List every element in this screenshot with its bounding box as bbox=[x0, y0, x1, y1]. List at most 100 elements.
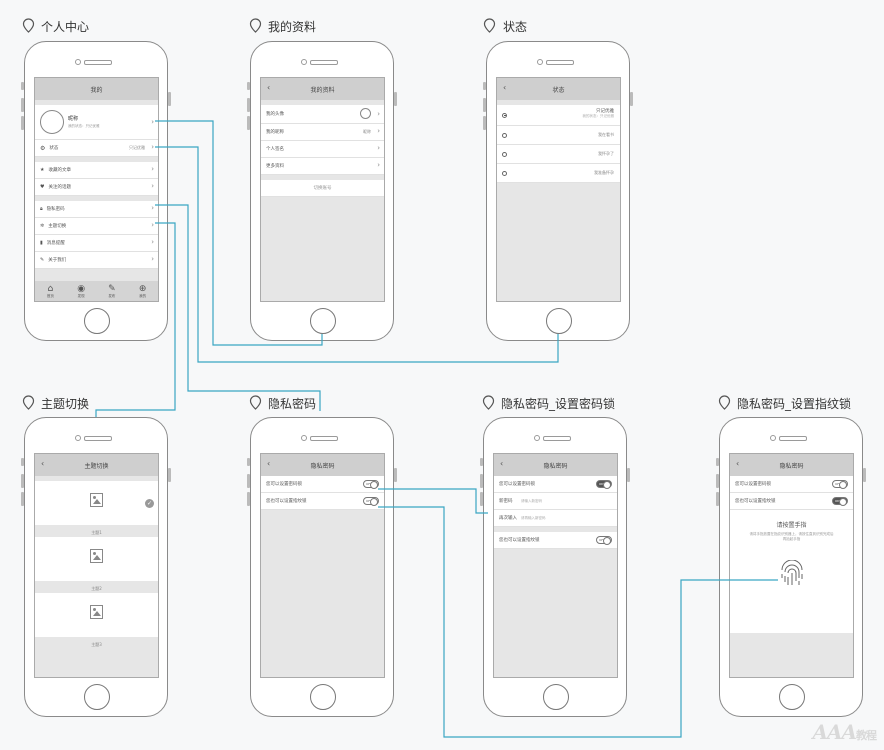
home-button[interactable] bbox=[543, 684, 569, 710]
back-icon[interactable]: ‹ bbox=[503, 83, 507, 92]
password-lock-toggle[interactable]: ON bbox=[596, 480, 612, 489]
row-value: 只记优雅 bbox=[129, 145, 145, 150]
tab-mine[interactable]: ⊕我的 bbox=[127, 281, 158, 301]
phone-status: ‹ 状态 只记优雅我的状态：只记优雅 我在看书 我怀孕了 我准备怀孕 bbox=[483, 41, 633, 341]
profile-row-favorites[interactable]: ★收藏的文章› bbox=[35, 162, 158, 179]
nav-title: 隐私密码 bbox=[543, 462, 568, 470]
profile-row-privacy[interactable]: 🔒︎隐私密码 › bbox=[35, 201, 158, 218]
back-icon[interactable]: ‹ bbox=[500, 459, 504, 468]
mydata-row-signature[interactable]: 个人签名› bbox=[261, 141, 384, 158]
row-label: 隐私密码 bbox=[46, 207, 65, 212]
fingerprint-icon bbox=[781, 560, 803, 585]
mydata-row-avatar[interactable]: 我的头像› bbox=[261, 105, 384, 124]
theme-card[interactable]: ✓ bbox=[35, 481, 158, 525]
row-value: 昵称 bbox=[363, 129, 371, 134]
row-label: 您可以设置密码锁 bbox=[266, 482, 302, 487]
tab-label: 我的 bbox=[139, 294, 147, 298]
fingerprint-hint: 请将手指放置在指纹识别器上，请按住直到识别完成后再抬起手指 bbox=[749, 532, 834, 541]
status-option[interactable]: 我在看书 bbox=[497, 126, 620, 145]
nav-title: 主题切换 bbox=[84, 462, 109, 470]
mydata-row-more[interactable]: 更多资料› bbox=[261, 158, 384, 175]
chevron-right-icon: › bbox=[151, 204, 154, 212]
field-label: 新密码 bbox=[499, 499, 513, 504]
chevron-right-icon: › bbox=[151, 118, 154, 126]
option-label: 只记优雅 bbox=[596, 109, 614, 114]
eye-icon: ◉ bbox=[77, 284, 86, 294]
status-option[interactable]: 我怀孕了 bbox=[497, 145, 620, 164]
repeat-password-field[interactable]: 再次输入请再输入新密码 bbox=[494, 510, 617, 527]
location-pin-icon bbox=[483, 18, 496, 33]
screen-title-privacy-pwd: 隐私密码_设置密码锁 bbox=[501, 397, 616, 411]
profile-row-topics[interactable]: ♥关注的话题› bbox=[35, 179, 158, 196]
fingerprint-lock-toggle[interactable]: OFF bbox=[596, 536, 612, 545]
location-pin-icon bbox=[718, 395, 731, 410]
status-option[interactable]: 只记优雅我的状态：只记优雅 bbox=[497, 105, 620, 126]
row-label: 关注的话题 bbox=[48, 185, 71, 190]
back-icon[interactable]: ‹ bbox=[267, 83, 271, 92]
mydata-row-nickname[interactable]: 我的昵称昵称› bbox=[261, 124, 384, 141]
lock-icon: 🔒︎ bbox=[40, 206, 43, 212]
crosshair-icon: ⊕ bbox=[138, 284, 147, 294]
screen-title-mydata: 我的资料 bbox=[268, 20, 317, 34]
back-icon[interactable]: ‹ bbox=[736, 459, 740, 468]
toggle-label: OFF bbox=[366, 482, 372, 486]
fingerprint-lock-toggle[interactable]: ON bbox=[832, 497, 848, 506]
back-icon[interactable]: ‹ bbox=[267, 459, 271, 468]
nav-bar: ‹ 隐私密码 bbox=[494, 454, 617, 476]
profile-row-messages[interactable]: ▮消息提醒› bbox=[35, 235, 158, 252]
new-password-field[interactable]: 新密码请输入新密码 bbox=[494, 493, 617, 510]
home-button[interactable] bbox=[779, 684, 805, 710]
home-button[interactable] bbox=[310, 684, 336, 710]
theme-card[interactable] bbox=[35, 537, 158, 581]
home-button[interactable] bbox=[546, 308, 572, 334]
chevron-right-icon: › bbox=[151, 182, 154, 190]
switch-account-button[interactable]: 切换账号 bbox=[261, 180, 384, 197]
tab-label: 发现 bbox=[77, 294, 85, 298]
screen-title-privacy-finger: 隐私密码_设置指纹锁 bbox=[737, 397, 852, 411]
toggle-label: ON bbox=[599, 482, 604, 486]
radio-selected-icon bbox=[502, 112, 507, 118]
row-label: 我的头像 bbox=[266, 112, 284, 117]
fingerprint-lock-toggle[interactable]: OFF bbox=[363, 497, 379, 506]
tab-label: 首页 bbox=[46, 294, 54, 298]
nickname-sub: 我的状态：只记优雅 bbox=[68, 124, 100, 128]
toggle-label: ON bbox=[835, 499, 840, 503]
nav-bar: 我的 bbox=[35, 78, 158, 100]
profile-row-theme[interactable]: ✲主题切换› bbox=[35, 218, 158, 235]
home-icon: ⌂ bbox=[47, 284, 54, 294]
toggle-label: OFF bbox=[599, 538, 605, 542]
profile-row-status[interactable]: ⚙状态只记优雅› bbox=[35, 140, 158, 157]
home-button[interactable] bbox=[84, 684, 110, 710]
tab-publish[interactable]: ✎发布 bbox=[97, 281, 128, 301]
profile-row-about[interactable]: ✎关于我们› bbox=[35, 252, 158, 269]
nickname: 昵称 bbox=[68, 116, 79, 122]
password-lock-toggle[interactable]: OFF bbox=[832, 480, 848, 489]
nav-title: 状态 bbox=[552, 86, 565, 94]
screen-theme: ‹主题切换 ✓ 主题1 主题2 主题3 bbox=[34, 453, 159, 678]
profile-header[interactable]: 昵称 我的状态：只记优雅 › bbox=[35, 105, 158, 140]
location-pin-icon bbox=[22, 395, 35, 410]
status-option[interactable]: 我准备怀孕 bbox=[497, 164, 620, 183]
location-pin-icon bbox=[249, 18, 262, 33]
screen-title-status: 状态 bbox=[503, 20, 528, 34]
option-sub: 我的状态：只记优雅 bbox=[582, 114, 615, 118]
home-button[interactable] bbox=[84, 308, 110, 334]
watermark-text: AAA bbox=[812, 720, 857, 744]
back-icon[interactable]: ‹ bbox=[41, 459, 45, 468]
option-label: 我怀孕了 bbox=[598, 151, 614, 156]
tab-home[interactable]: ⌂首页 bbox=[35, 281, 66, 301]
tab-discover[interactable]: ◉发现 bbox=[66, 281, 97, 301]
home-button[interactable] bbox=[310, 308, 336, 334]
theme-card[interactable] bbox=[35, 593, 158, 637]
field-placeholder: 请再输入新密码 bbox=[521, 515, 546, 520]
avatar bbox=[360, 108, 371, 119]
password-lock-toggle[interactable]: OFF bbox=[363, 480, 379, 489]
avatar bbox=[40, 110, 64, 134]
row-label: 您也可以设置指纹锁 bbox=[499, 538, 540, 543]
